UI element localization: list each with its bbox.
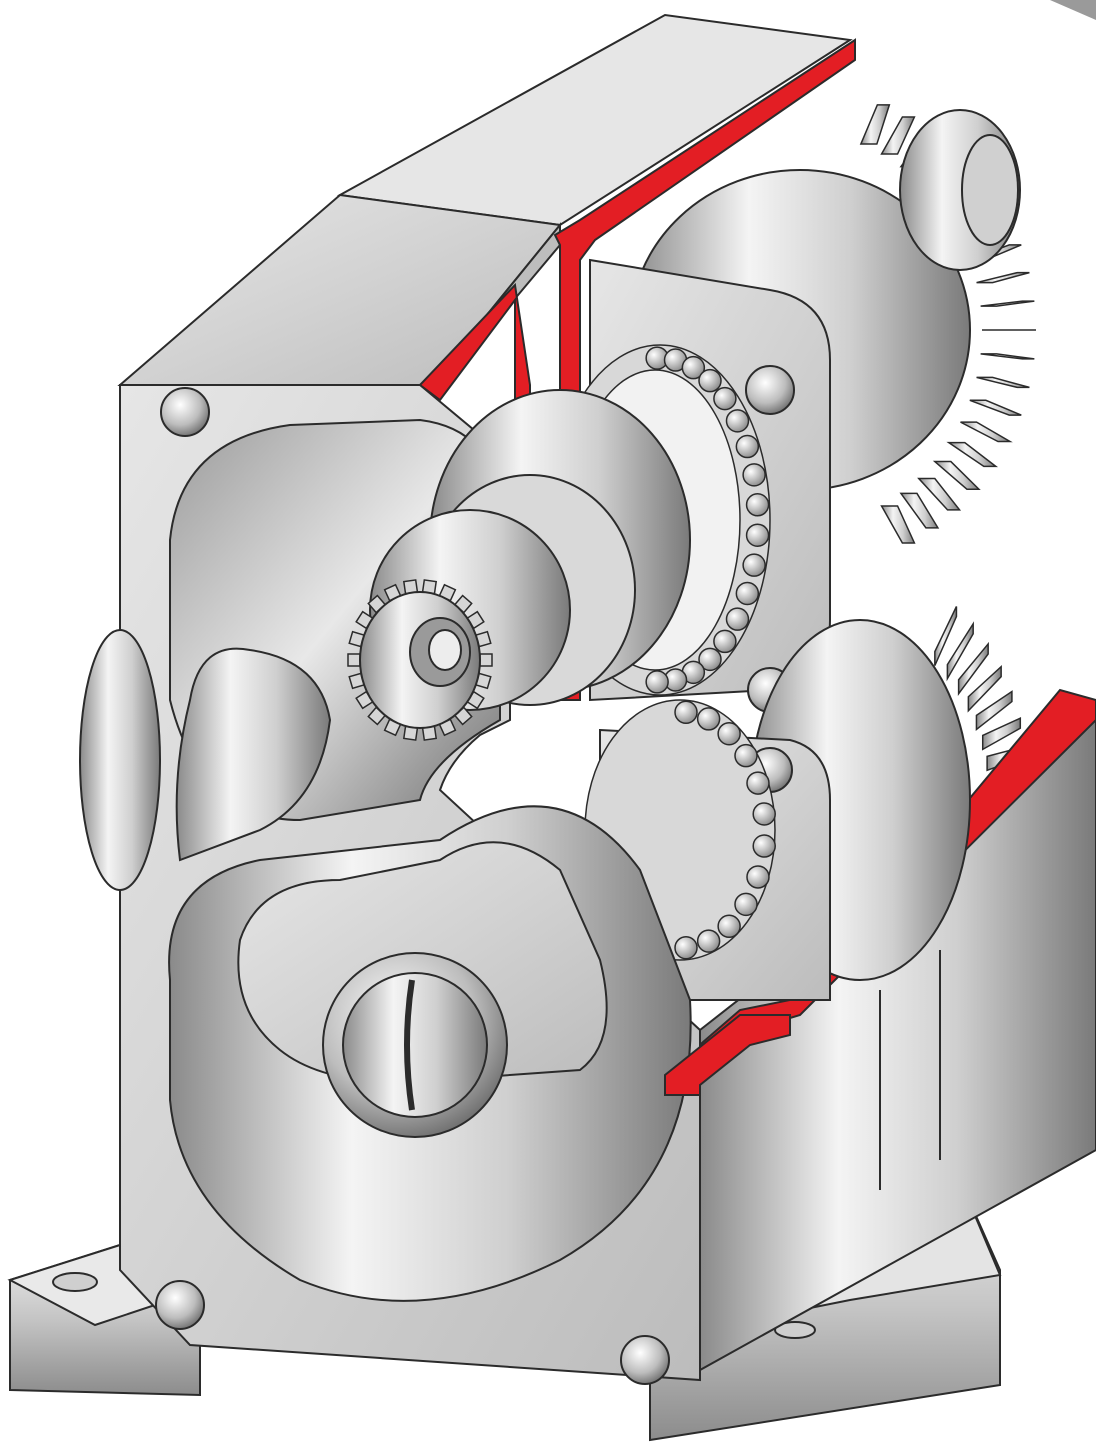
bearing-ball [713,629,737,654]
housing-bolt [620,1335,670,1385]
gear-tooth [932,460,981,490]
bearing-ball [698,368,722,393]
bearing-ball [645,670,669,694]
gear-tooth [960,421,1013,443]
gear-tooth [859,104,891,145]
bearing-ball [681,355,706,380]
gear-tooth [917,477,962,511]
bearing-ball [717,721,741,746]
gear-tooth [976,271,1030,284]
gear-tooth [967,664,1002,713]
gear-tooth [980,353,1035,360]
bearing-ball [696,707,721,731]
bearing-ball [725,409,750,433]
gear-tooth [880,116,916,155]
shaft-end [359,591,481,729]
bearing-ball [725,607,750,631]
bearing-ball [742,463,766,487]
corner-fragment [1050,0,1096,20]
gear-tooth [934,606,958,666]
spline-tooth [479,653,493,667]
gear-tooth [946,441,999,468]
gear-tooth [976,376,1030,389]
spline-tooth [347,653,361,667]
gear-tooth [880,505,916,544]
housing-bolt [155,1280,205,1330]
gear-tooth [969,399,1022,416]
cap-bolt [745,365,795,415]
bearing-ball [674,935,698,960]
bearing-ball [734,743,758,768]
bearing-ball [742,553,766,577]
bearing-ball [746,865,770,889]
gear-tooth [899,492,940,529]
gear-tooth [946,621,974,682]
bearing-ball [745,493,770,517]
bearing-ball [735,581,760,606]
bearing-ball [746,771,770,795]
bearing-ball [698,647,722,672]
bearing-ball [734,892,758,917]
bearing-ball [735,434,760,459]
bearing-ball [752,802,776,826]
housing-bolt [160,387,210,437]
gear-tooth [975,690,1013,731]
bearing-ball [745,523,770,547]
bearing-ball [752,834,776,858]
bearing-ball [696,929,721,953]
section-cut-bottom [664,1014,791,1096]
housing-left-boss [79,629,161,891]
bearing-ball [713,386,737,411]
gear-tooth [957,641,989,696]
gear-tooth [981,717,1022,751]
bearing-ball [674,700,698,725]
lobe-rotor-lower [168,805,692,1302]
bearing-ball [717,914,741,939]
gear-tooth [980,300,1035,307]
spline-teeth [347,579,493,741]
